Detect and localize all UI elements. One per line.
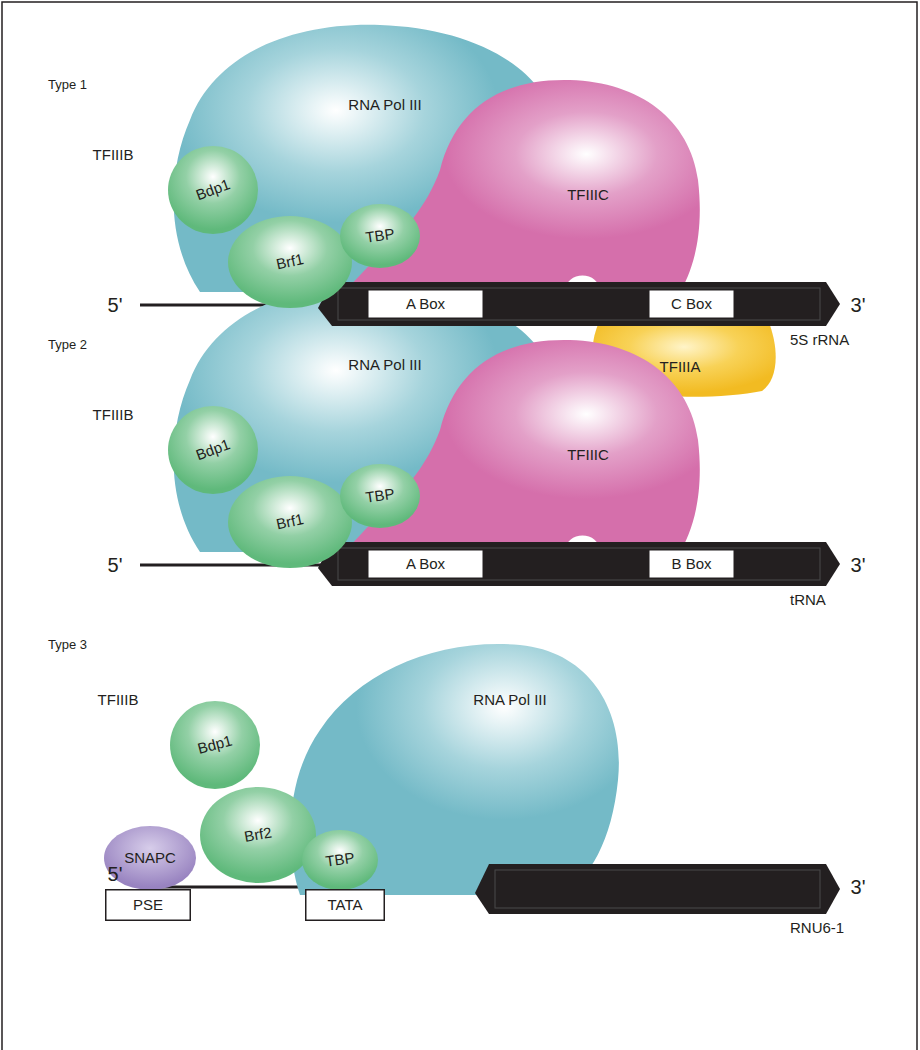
node-text: TATA (328, 897, 363, 914)
promoter-box: A Box (367, 289, 484, 319)
promoter-box: A Box (367, 549, 484, 579)
gene-bar-body (318, 282, 840, 326)
node-text: 5S rRNA (790, 332, 849, 349)
factor-subunit: Brf2 (200, 787, 316, 883)
node-text: tRNA (790, 592, 826, 609)
tfiiic-blob-outline (345, 80, 700, 292)
promoter-box-outline (649, 550, 735, 579)
factor-subunit-outline (228, 476, 352, 568)
factor-subunit-outline (168, 406, 258, 494)
factor-subunit: TBP (302, 830, 378, 890)
end-label: 3' (851, 876, 866, 898)
node-text: A Box (406, 556, 445, 573)
node-text: B Box (671, 556, 711, 573)
factor-subunit: Brf1 (228, 476, 352, 568)
snapc-complex-outline (104, 826, 196, 890)
promoter-element-outline (306, 890, 385, 921)
promoter-element: PSE (105, 889, 191, 921)
factor-subunit-outline (340, 464, 420, 528)
gene-bar-inner (338, 288, 820, 320)
factor-subunit-outline (170, 701, 260, 789)
promoter-box: C Box (648, 289, 735, 319)
panel-label: Type 2 (48, 338, 87, 352)
panel-label: Type 3 (48, 638, 87, 652)
factor-subunit-outline (228, 216, 352, 308)
node-text: RNA Pol III (348, 97, 421, 114)
end-label: 3' (851, 554, 866, 576)
factor-subunit-outline (168, 146, 258, 234)
factor-subunit-outline (340, 204, 420, 268)
gene-bar-inner (338, 548, 820, 580)
complex-label: TFIIIB (98, 692, 139, 709)
promoter-box-outline (649, 290, 735, 319)
end-label: 5' (108, 863, 123, 885)
node-text: TFIIIC (567, 447, 609, 464)
gene-bar-body (475, 864, 840, 914)
factor-subunit: TBP (340, 464, 420, 528)
node-text: A Box (406, 296, 445, 313)
tfiiic-blob-outline (345, 340, 700, 552)
complex-label: TFIIIB (93, 407, 134, 424)
node-text: RNA Pol III (473, 692, 546, 709)
gene-bar-body (318, 542, 840, 586)
end-label: 3' (851, 294, 866, 316)
node-text: SNAPC (124, 850, 176, 867)
node-text: TFIIIC (567, 187, 609, 204)
factor-subunit-outline (302, 830, 378, 890)
promoter-element: TATA (305, 889, 385, 921)
node-text: PSE (133, 897, 163, 914)
gene-bar: 5S rRNAA BoxC Box (318, 282, 840, 326)
gene-bar: tRNAA BoxB Box (318, 542, 840, 586)
node-text: TFIIIA (660, 359, 701, 376)
panel-label: Type 1 (48, 78, 87, 92)
promoter-box-outline (368, 550, 484, 579)
factor-subunit-outline (200, 787, 316, 883)
complex-label: TFIIIB (93, 147, 134, 164)
factor-subunit: Bdp1 (168, 406, 258, 494)
factor-subunit: Bdp1 (170, 701, 260, 789)
factor-subunit: TBP (340, 204, 420, 268)
promoter-element-outline (106, 890, 191, 921)
node-text: RNA Pol III (348, 357, 421, 374)
end-label: 5' (108, 554, 123, 576)
promoter-box-outline (368, 290, 484, 319)
gene-bar-inner (495, 870, 820, 908)
node-text: RNU6-1 (790, 920, 844, 937)
gene-bar: RNU6-1 (475, 864, 840, 914)
node-text: C Box (671, 296, 712, 313)
factor-subunit: Brf1 (228, 216, 352, 308)
end-label: 5' (108, 294, 123, 316)
factor-subunit: Bdp1 (168, 146, 258, 234)
polymerase-blob-outline (290, 644, 618, 895)
promoter-box: B Box (648, 549, 735, 579)
gene-bar-shape (475, 864, 840, 914)
